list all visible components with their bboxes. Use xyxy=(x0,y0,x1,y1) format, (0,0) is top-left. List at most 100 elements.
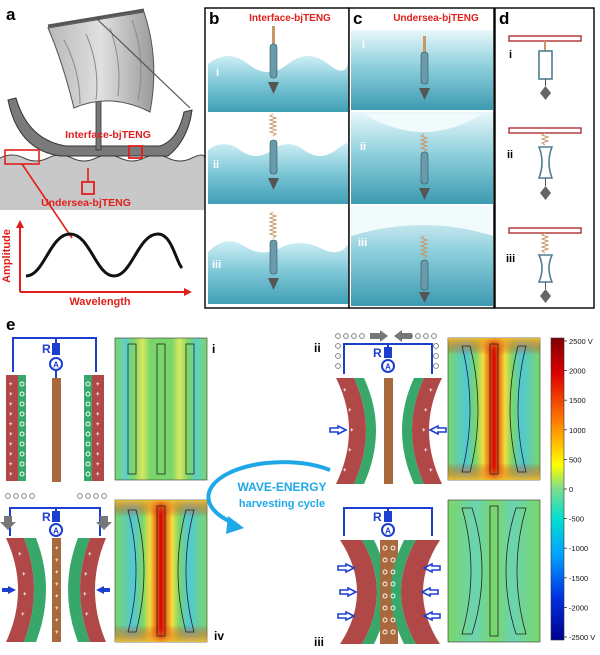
svg-text:+: + xyxy=(18,552,22,558)
panel-c-title: Undersea-bjTENG xyxy=(393,13,479,24)
spring xyxy=(540,232,550,254)
water-wave xyxy=(208,142,349,204)
buoy-body xyxy=(420,51,429,85)
arrow-icon xyxy=(428,424,447,436)
field-outline xyxy=(156,343,166,475)
svg-text:+: + xyxy=(23,592,27,598)
field-outline xyxy=(461,507,483,635)
buoy-body xyxy=(269,139,278,175)
y-axis-label: Amplitude xyxy=(1,229,13,283)
down-arrow-icon xyxy=(0,516,16,530)
arrow-icon xyxy=(329,424,348,436)
field-map-overlay xyxy=(115,500,207,642)
svg-text:+: + xyxy=(350,428,354,434)
svg-text:+: + xyxy=(84,572,88,578)
sail-yard xyxy=(47,8,145,28)
colorbar-tick-label: 2500 V xyxy=(569,337,593,346)
field-outline xyxy=(127,343,137,475)
ammeter-icon xyxy=(381,523,395,537)
cycle-ring xyxy=(206,460,331,526)
stage-iv: A R ++++++++ ++++ ++++ iv xyxy=(0,493,224,643)
svg-text:+: + xyxy=(424,408,428,414)
panel-b-title: Interface-bjTENG xyxy=(249,13,331,24)
colorbar-tick-label: -2000 xyxy=(569,603,588,612)
svg-text:+: + xyxy=(343,388,347,394)
device-body xyxy=(537,254,554,283)
circuit-wire xyxy=(12,337,97,372)
top-plate xyxy=(508,35,582,42)
zoom-line xyxy=(21,163,73,239)
svg-text:+: + xyxy=(9,452,13,458)
field-outline xyxy=(505,507,527,635)
field-outline xyxy=(156,505,166,637)
stay-rope xyxy=(97,19,191,109)
right-film-green xyxy=(68,538,90,642)
svg-text:+: + xyxy=(96,382,100,388)
cycle-indicator: WAVE-ENERGY harvesting cycle xyxy=(206,460,331,534)
charge-markers: +++++ +++++ xyxy=(343,388,433,474)
buoy-weight xyxy=(268,178,279,190)
buoy-weight xyxy=(268,278,279,290)
ammeter-label: A xyxy=(385,527,391,536)
svg-text:+: + xyxy=(96,472,100,478)
arrow-icon xyxy=(339,586,358,598)
left-film-red xyxy=(340,540,377,644)
right-film-green xyxy=(391,540,416,644)
row-label: ii xyxy=(360,141,366,153)
water-wave xyxy=(208,241,348,304)
svg-text:+: + xyxy=(348,448,352,454)
panel-c-row-iii: iii xyxy=(351,206,493,306)
ammeter-label: A xyxy=(53,361,59,370)
panel-c-label: c xyxy=(353,9,362,28)
field-map xyxy=(114,337,208,481)
svg-text:+: + xyxy=(85,612,89,618)
colorbar-tick-label: 0 xyxy=(569,485,573,494)
tether xyxy=(423,36,426,52)
top-plate xyxy=(508,127,582,134)
row-label: iii xyxy=(358,237,367,249)
spring xyxy=(419,235,429,259)
panel-a: a Interface-bjTENG Undersea-bjTENG Ampli… xyxy=(0,5,206,308)
svg-text:+: + xyxy=(96,462,100,468)
right-film-red xyxy=(412,378,442,484)
arrow-icon xyxy=(337,610,356,622)
svg-text:+: + xyxy=(9,432,13,438)
panel-c: c Undersea-bjTENG i ii iii xyxy=(348,7,495,309)
row-label: i xyxy=(509,49,512,61)
top-plate xyxy=(508,227,582,234)
svg-text:+: + xyxy=(9,472,13,478)
svg-text:+: + xyxy=(22,572,26,578)
colorbar-gradient xyxy=(550,337,565,641)
row-label: ii xyxy=(507,149,513,161)
panel-b-row-i: i xyxy=(208,26,348,112)
colorbar-tick-label: -2500 V xyxy=(569,633,595,642)
svg-text:+: + xyxy=(55,558,59,564)
buoy-weight xyxy=(419,88,430,100)
tether xyxy=(544,41,546,51)
cycle-arrow-icon xyxy=(226,516,244,534)
charge-markers: ++++++++++ ++++++++++ xyxy=(9,382,100,478)
tether xyxy=(272,26,275,44)
stage-iii: A R iii xyxy=(314,499,541,649)
colorbar: 2500 V2000150010005000-500-1000-1500-200… xyxy=(550,337,595,642)
arrow-icon xyxy=(420,586,439,598)
panel-c-row-ii: ii xyxy=(351,112,493,204)
left-film-green xyxy=(24,538,46,642)
svg-text:+: + xyxy=(55,594,59,600)
svg-text:+: + xyxy=(55,630,59,636)
interface-marker xyxy=(128,145,143,159)
svg-text:+: + xyxy=(343,468,347,474)
field-outline xyxy=(509,345,527,473)
field-outline xyxy=(461,345,479,473)
row-label: iii xyxy=(212,259,221,271)
resistor-label: R xyxy=(373,346,382,360)
left-arrow-icon xyxy=(394,330,412,342)
svg-text:+: + xyxy=(55,582,59,588)
colorbar-ticks: 2500 V2000150010005000-500-1000-1500-200… xyxy=(564,337,595,642)
svg-text:+: + xyxy=(96,452,100,458)
stage-label: ii xyxy=(314,341,321,355)
svg-text:+: + xyxy=(9,382,13,388)
buoy-weight xyxy=(419,188,430,200)
colorbar-tick-label: 500 xyxy=(569,455,582,464)
svg-text:+: + xyxy=(96,402,100,408)
